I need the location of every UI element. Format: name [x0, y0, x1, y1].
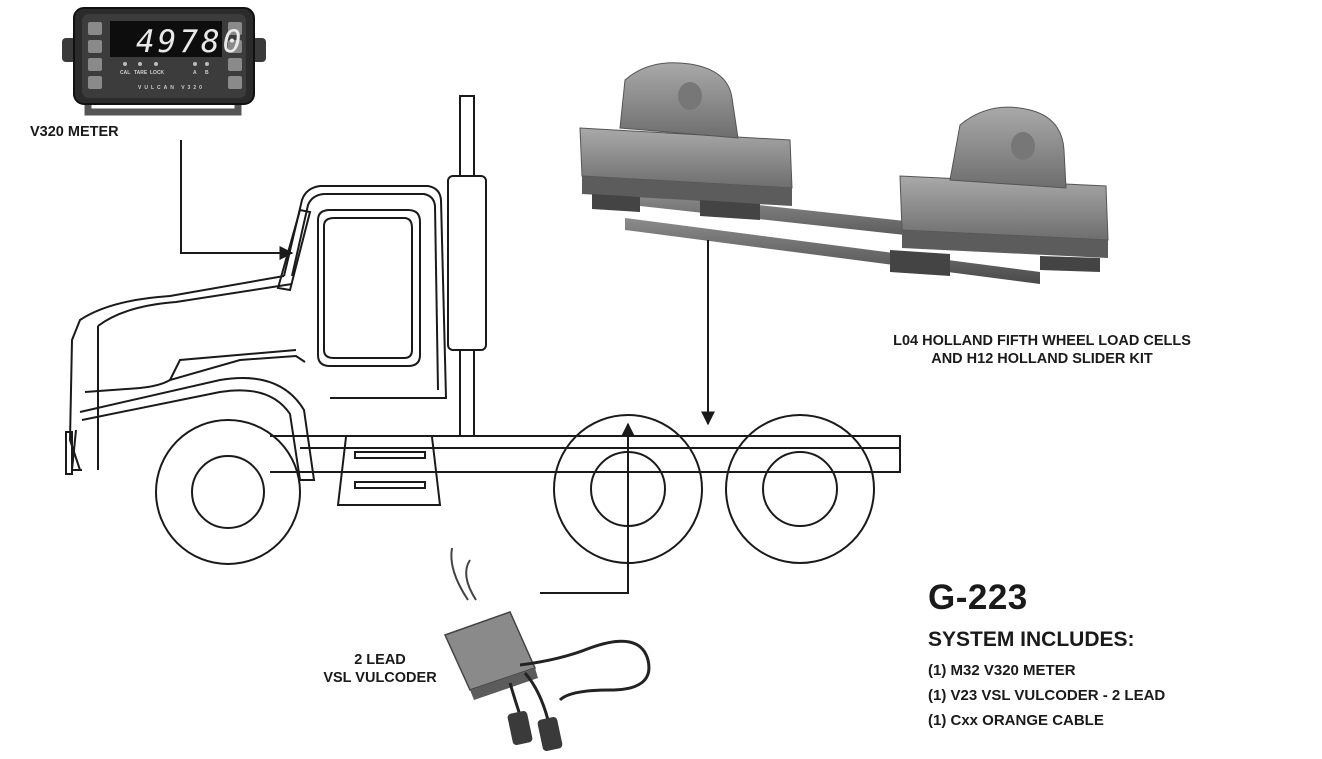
meter-display: [110, 21, 222, 57]
exhaust-stack: [447, 175, 487, 351]
v320-meter-image: 49780 CAL TARE LOCK A B VULCAN V320: [62, 7, 266, 116]
truck-outline: [65, 95, 901, 565]
rear-wheel-2: [725, 414, 875, 564]
callout-arrows: [180, 140, 715, 594]
meter-indicator-a: A: [193, 70, 197, 76]
meter-display-value: 49780: [136, 24, 244, 60]
load-cells-label-line1: L04 HOLLAND FIFTH WHEEL LOAD CELLS: [893, 333, 1191, 349]
truck-cab: [283, 185, 448, 399]
system-item-vulcoder: (1) V23 VSL VULCODER - 2 LEAD: [928, 687, 1166, 704]
meter-right-knob: [252, 38, 266, 62]
arrow-vulcoder-to-axle: [540, 422, 635, 594]
vulcoder-label: 2 LEAD VSL VULCODER: [300, 651, 460, 687]
load-cells-label: L04 HOLLAND FIFTH WHEEL LOAD CELLS AND H…: [836, 332, 1248, 368]
load-cells-image: [579, 62, 1109, 284]
system-includes-title: SYSTEM INCLUDES:: [928, 628, 1135, 651]
vulcoder-label-line1: 2 LEAD: [354, 652, 406, 668]
meter-indicator-tare: TARE: [134, 70, 148, 76]
load-cells-label-line2: AND H12 HOLLAND SLIDER KIT: [931, 351, 1153, 367]
front-wheel: [155, 419, 301, 565]
arrow-meter-to-cab: [180, 140, 294, 260]
system-summary: G-223 SYSTEM INCLUDES: (1) M32 V320 METE…: [928, 578, 1308, 733]
vulcoder-image: [443, 547, 651, 751]
system-model: G-223: [928, 578, 1028, 617]
meter-indicator-b: B: [205, 70, 209, 76]
meter-label: V320 METER: [30, 124, 119, 140]
meter-left-knob: [62, 38, 76, 62]
meter-indicator-lock: LOCK: [150, 70, 165, 76]
system-item-meter: (1) M32 V320 METER: [928, 662, 1076, 679]
truck-frame: [270, 435, 901, 473]
meter-brand-text: VULCAN V320: [138, 85, 205, 91]
system-item-cable: (1) Cxx ORANGE CABLE: [928, 712, 1104, 729]
meter-indicator-cal: CAL: [120, 70, 130, 76]
cab-window: [317, 209, 421, 367]
vulcoder-label-line2: VSL VULCODER: [323, 670, 437, 686]
